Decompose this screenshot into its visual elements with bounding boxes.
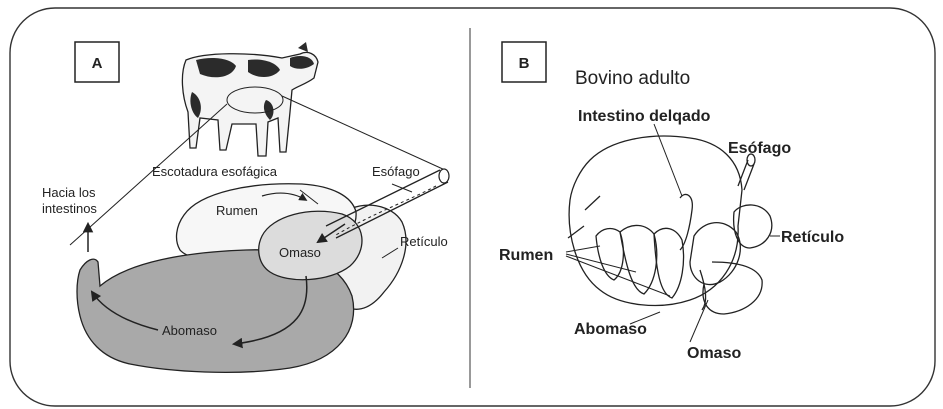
label-hacia-intestinos-1: Hacia los [42, 185, 96, 200]
label-esofago-a: Esófago [372, 164, 420, 179]
panel-b-title: Bovino adulto [575, 68, 690, 89]
panel-b-letter: B [519, 55, 530, 72]
panel-b: B Bovino adulto Int [499, 42, 844, 362]
adult-stomach-drawing [568, 136, 772, 314]
label-omaso-a: Omaso [279, 245, 321, 260]
label-rumen-b: Rumen [499, 247, 553, 264]
label-intestino-delgado: Intestino delqado [578, 108, 711, 125]
label-rumen-a: Rumen [216, 203, 258, 218]
label-reticulo-a: Retículo [400, 234, 448, 249]
label-esofago-b: Esófago [728, 140, 791, 157]
label-reticulo-b: Retículo [781, 229, 844, 246]
label-hacia-intestinos-2: intestinos [42, 201, 97, 216]
label-omaso-b: Omaso [687, 345, 741, 362]
label-escotadura-esofagica: Escotadura esofágica [152, 164, 278, 179]
label-abomaso-b: Abomaso [574, 321, 647, 338]
panel-a-letter: A [92, 55, 103, 72]
label-abomaso-a: Abomaso [162, 323, 217, 338]
panel-a: A [42, 42, 449, 372]
calf-illustration [182, 42, 318, 156]
